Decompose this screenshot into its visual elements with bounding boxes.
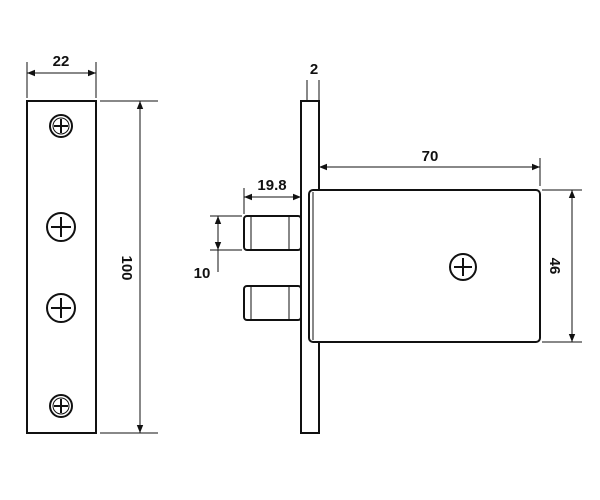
dimension-faceplate-height: 100 xyxy=(100,100,158,434)
faceplate-front-view: 22 100 xyxy=(26,53,158,434)
lock-side-view: 2 70 xyxy=(194,61,582,434)
dimension-label-22: 22 xyxy=(53,53,70,70)
faceplate-outline xyxy=(26,100,97,434)
lower-bolt xyxy=(243,285,302,321)
dimension-plate-thickness: 2 xyxy=(306,61,320,100)
dimension-body-length: 70 xyxy=(318,148,541,186)
dimension-label-70: 70 xyxy=(422,148,439,165)
dimension-body-height: 46 xyxy=(542,189,582,343)
dimension-bolt-projection: 19.8 xyxy=(243,177,302,214)
dimension-bolt-height: 10 xyxy=(194,215,242,282)
screw-icon xyxy=(46,212,76,242)
screw-icon xyxy=(49,114,73,138)
dimension-faceplate-width: 22 xyxy=(26,53,97,98)
dimension-label-46: 46 xyxy=(546,258,563,275)
dimension-label-2: 2 xyxy=(310,61,318,78)
dimension-label-100: 100 xyxy=(118,255,135,280)
lock-body-outline xyxy=(308,189,541,343)
screw-icon xyxy=(46,293,76,323)
screw-icon xyxy=(449,253,477,281)
dimension-label-10: 10 xyxy=(194,265,211,282)
upper-bolt xyxy=(243,215,302,251)
screw-icon xyxy=(49,394,73,418)
dimension-label-19-8: 19.8 xyxy=(257,177,286,194)
